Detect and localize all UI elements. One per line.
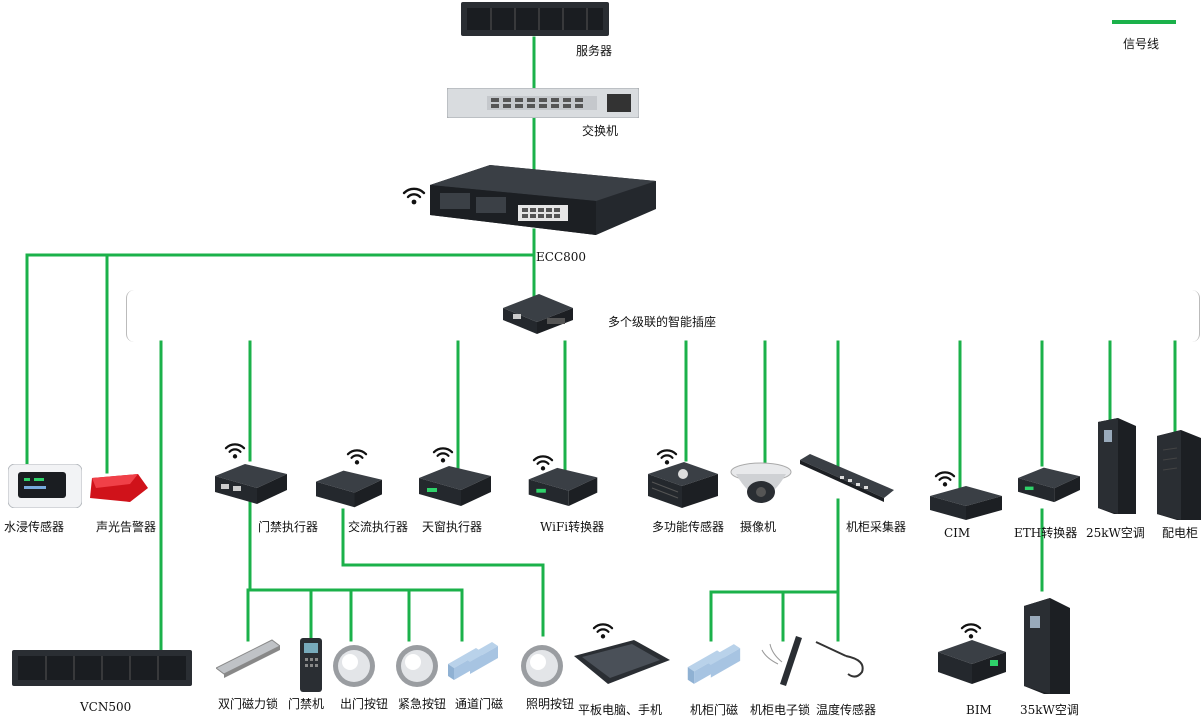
rack-collector-label: 机柜采集器	[846, 520, 907, 534]
wifi-converter-icon	[528, 467, 598, 506]
light-button-icon	[521, 645, 563, 687]
door-sensor-label: 通道门磁	[455, 697, 504, 711]
legend-signal-line	[1112, 20, 1176, 24]
server-icon	[12, 650, 192, 686]
skylight-actuator-icon	[419, 466, 491, 506]
exit-button-label: 出门按钮	[340, 697, 389, 711]
ac-actuator-icon	[316, 470, 382, 508]
rack-lock-icon	[761, 636, 802, 686]
switch-label: 交换机	[582, 124, 619, 138]
wifi-icon	[402, 187, 426, 205]
eth-converter-label: ETH转换器	[1014, 526, 1078, 540]
wifi-icon	[934, 471, 956, 487]
wifi-converter-label: WiFi转换器	[540, 520, 605, 534]
vcn-label: VCN500	[80, 700, 132, 714]
mag-lock-icon	[216, 639, 280, 678]
eth-converter-icon	[1018, 467, 1080, 503]
ac35-label: 35kW空调	[1020, 703, 1079, 717]
emergency-button-icon	[396, 645, 438, 687]
legend-label: 信号线	[1123, 37, 1160, 51]
server-label: 服务器	[576, 44, 613, 58]
multi-sensor-icon	[648, 462, 718, 508]
cabinet-icon	[1024, 598, 1070, 694]
wifi-icon	[656, 449, 678, 465]
wifi-icon	[960, 623, 982, 639]
camera-label: 摄像机	[740, 520, 777, 534]
controller-icon	[430, 165, 656, 235]
rack-collector-icon	[800, 454, 894, 502]
smart-strip-label: 多个级联的智能插座	[608, 315, 717, 329]
water-sensor-icon	[8, 464, 82, 508]
wifi-icon	[532, 455, 554, 471]
ecc-label: ECC800	[536, 250, 587, 264]
cabinet-icon	[1157, 430, 1201, 520]
pdu-label: 配电柜	[1162, 526, 1199, 540]
rack-lock-label: 机柜电子锁	[750, 703, 811, 717]
door-actuator-label: 门禁执行器	[258, 520, 319, 534]
access-ctrl-icon	[300, 638, 322, 692]
cim-icon	[930, 486, 1002, 520]
smart-strip-icon	[503, 294, 573, 334]
wifi-icon	[346, 449, 368, 465]
bim-icon	[938, 640, 1006, 684]
smart-strip-bus	[126, 290, 1200, 342]
tablet-label: 平板电脑、手机	[578, 703, 663, 717]
exit-button-icon	[333, 645, 375, 687]
alarm-icon	[90, 474, 148, 502]
tablet-icon	[574, 640, 670, 684]
temp-sensor-icon	[815, 641, 864, 678]
alarm-label: 声光告警器	[96, 520, 157, 534]
multi-sensor-label: 多功能传感器	[652, 520, 725, 534]
rack-sensor-label: 机柜门磁	[690, 703, 739, 717]
wifi-icon	[224, 443, 246, 459]
bim-label: BIM	[966, 703, 992, 717]
access-ctrl-label: 门禁机	[288, 697, 325, 711]
switch-icon	[447, 88, 639, 118]
skylight-actuator-label: 天窗执行器	[422, 520, 483, 534]
server-icon	[461, 2, 609, 36]
cim-label: CIM	[944, 526, 971, 540]
mag-lock-label: 双门磁力锁	[218, 697, 279, 711]
ac-actuator-label: 交流执行器	[348, 520, 409, 534]
water-sensor-label: 水浸传感器	[4, 520, 65, 534]
door-sensor-icon	[448, 642, 498, 680]
light-button-label: 照明按钮	[526, 697, 575, 711]
emergency-button-label: 紧急按钮	[398, 697, 447, 711]
wifi-icon	[592, 623, 614, 639]
wifi-icon	[432, 447, 454, 463]
camera-icon	[730, 462, 792, 503]
temp-sensor-label: 温度传感器	[816, 703, 877, 717]
cabinet-icon	[1098, 418, 1136, 514]
rack-sensor-icon	[687, 644, 741, 684]
door-actuator-icon	[215, 464, 287, 504]
ac25-label: 25kW空调	[1086, 526, 1145, 540]
